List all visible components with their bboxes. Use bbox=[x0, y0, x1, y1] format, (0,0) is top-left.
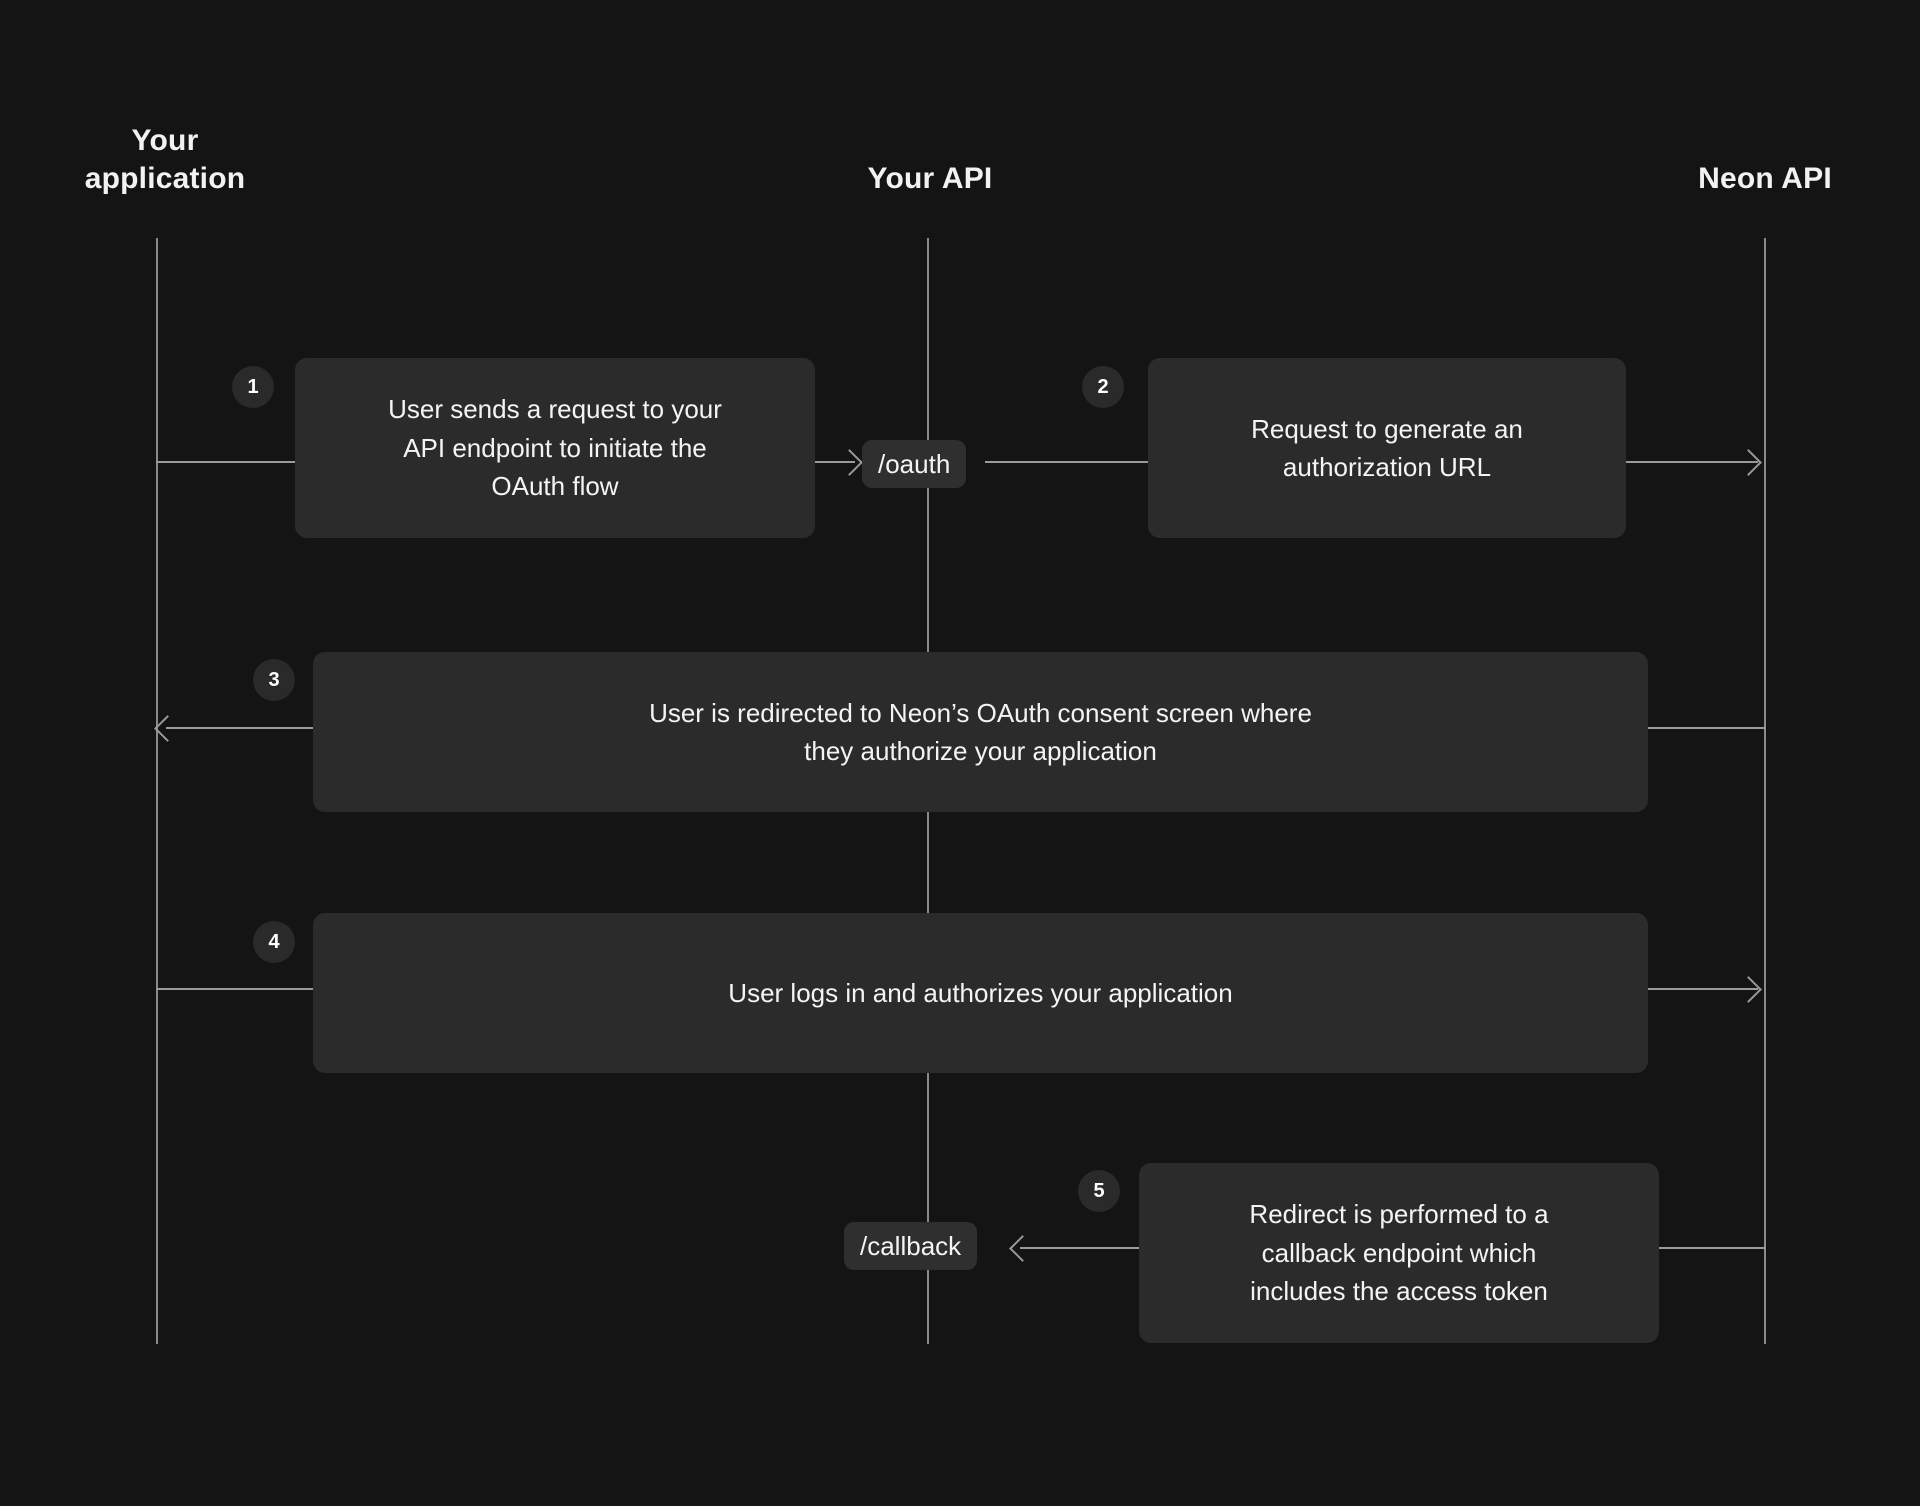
step-box-3: User is redirected to Neon’s OAuth conse… bbox=[313, 652, 1648, 812]
lifeline-your-application bbox=[156, 238, 158, 1344]
arrow-left-icon-step-3 bbox=[154, 715, 181, 742]
column-header-your-api: Your API bbox=[867, 162, 993, 195]
connector-step-3-left bbox=[166, 727, 318, 729]
lifeline-neon-api bbox=[1764, 238, 1766, 1344]
step-box-5: Redirect is performed to a callback endp… bbox=[1139, 1163, 1659, 1343]
arrow-right-icon-step-1 bbox=[836, 449, 863, 476]
connector-step-2-left bbox=[985, 461, 1155, 463]
column-header-your-application: Your application bbox=[84, 124, 246, 196]
connector-step-3-right bbox=[1648, 727, 1766, 729]
connector-step-5-right bbox=[1659, 1247, 1766, 1249]
step-badge-5: 5 bbox=[1078, 1170, 1120, 1212]
step-badge-3: 3 bbox=[253, 659, 295, 701]
step-text-5: Redirect is performed to a callback endp… bbox=[1249, 1199, 1549, 1307]
arrow-right-icon-step-2 bbox=[1735, 449, 1762, 476]
arrow-right-icon-step-4 bbox=[1735, 976, 1762, 1003]
step-text-1: User sends a request to your API endpoin… bbox=[388, 394, 722, 502]
connector-step-5-left bbox=[1020, 1247, 1145, 1249]
step-box-2: Request to generate an authorization URL bbox=[1148, 358, 1626, 538]
connector-step-1-right bbox=[815, 461, 855, 463]
column-header-neon-api: Neon API bbox=[1698, 162, 1832, 195]
step-badge-2: 2 bbox=[1082, 366, 1124, 408]
step-text-4: User logs in and authorizes your applica… bbox=[728, 977, 1233, 1008]
connector-step-4-left bbox=[156, 988, 318, 990]
step-badge-4: 4 bbox=[253, 921, 295, 963]
step-box-4: User logs in and authorizes your applica… bbox=[313, 913, 1648, 1073]
step-text-3: User is redirected to Neon’s OAuth conse… bbox=[649, 697, 1312, 766]
step-badge-1: 1 bbox=[232, 366, 274, 408]
endpoint-pill-oauth[interactable]: /oauth bbox=[862, 440, 967, 488]
step-box-1: User sends a request to your API endpoin… bbox=[295, 358, 815, 538]
arrow-left-icon-step-5 bbox=[1009, 1235, 1036, 1262]
connector-step-1-left bbox=[156, 461, 301, 463]
step-text-2: Request to generate an authorization URL bbox=[1251, 413, 1523, 482]
connector-step-4-right bbox=[1648, 988, 1758, 990]
endpoint-pill-callback[interactable]: /callback bbox=[844, 1222, 978, 1270]
connector-step-2-right bbox=[1626, 461, 1758, 463]
